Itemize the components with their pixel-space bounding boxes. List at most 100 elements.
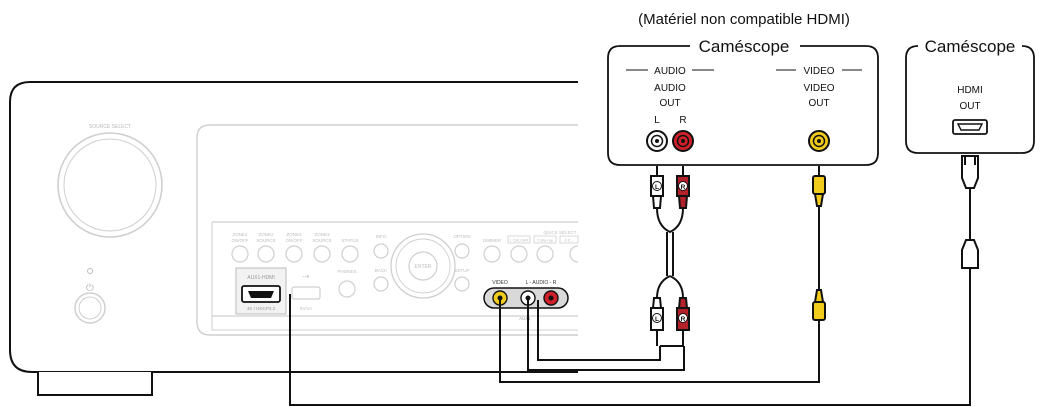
zone2-onoff-label-2: ON/OFF bbox=[232, 238, 249, 243]
back-button[interactable] bbox=[373, 276, 389, 292]
zone2-source-button[interactable] bbox=[257, 245, 275, 263]
cursor-pad[interactable] bbox=[390, 233, 456, 299]
video-plug-upper-body bbox=[812, 175, 826, 195]
dimmer-label: DIMMER bbox=[483, 238, 502, 243]
zone3-onoff-button[interactable] bbox=[285, 245, 303, 263]
hdmi-out-label-1: HDMI bbox=[957, 85, 983, 96]
camcorder-hdmi-title: Caméscope bbox=[925, 37, 1016, 56]
video-plug-lower-body bbox=[812, 301, 826, 321]
audio-left-plug-lower-letter: L bbox=[655, 316, 659, 323]
enter-button[interactable] bbox=[408, 251, 438, 281]
audio-cable-to-receiver-left bbox=[527, 298, 685, 371]
hdmi-plug-lower bbox=[961, 239, 979, 269]
camcorder-analog: Caméscope AUDIO AUDIO OUT L R VIDEO VIDE… bbox=[607, 37, 879, 166]
power-button[interactable] bbox=[74, 292, 106, 324]
video-plug-lower-boot bbox=[813, 289, 825, 303]
audio-cable-to-receiver-right bbox=[537, 300, 661, 361]
enter-label: ENTER bbox=[415, 264, 432, 270]
aux1-hdmi-port-inner bbox=[248, 291, 274, 298]
audio-right-plug-lower-letter: R bbox=[681, 316, 686, 323]
source-select-knob-inner bbox=[63, 138, 157, 232]
usb-icon: ⇢ bbox=[303, 272, 310, 281]
option-label: OPTION bbox=[453, 234, 470, 239]
camcorder-hdmi-frame bbox=[905, 45, 1035, 154]
camcorder-analog-frame bbox=[607, 45, 879, 166]
zone2-onoff-label-1: ZONE2 bbox=[232, 232, 248, 237]
video-out-label-1: VIDEO bbox=[803, 83, 834, 94]
quick-select-label: QUICK SELECT bbox=[543, 230, 576, 235]
aux-label: AUX1 bbox=[519, 316, 531, 321]
audio-left-label: L bbox=[654, 115, 660, 126]
audio-left-plug-upper-marker bbox=[652, 181, 662, 191]
audio-left-plug-upper-boot bbox=[651, 195, 663, 209]
hdmi-out-label-2: OUT bbox=[959, 101, 980, 112]
zone3-onoff-label-1: ZONE3 bbox=[286, 232, 302, 237]
audio-right-label: R bbox=[679, 115, 686, 126]
video-out-label-2: OUT bbox=[808, 98, 829, 109]
qs1-label: 1 CBL/SAT bbox=[509, 238, 529, 243]
video-cable bbox=[499, 298, 820, 383]
audio-left-plug-upper-letter: L bbox=[655, 184, 659, 191]
zone3-source-button[interactable] bbox=[313, 245, 331, 263]
status-button[interactable] bbox=[341, 245, 359, 263]
phones-jack[interactable] bbox=[338, 280, 356, 298]
audio-right-plug-upper-marker bbox=[678, 181, 688, 191]
standby-indicator bbox=[87, 268, 93, 274]
source-select-knob[interactable] bbox=[57, 132, 163, 238]
front-panel-frame bbox=[196, 124, 578, 336]
info-label: INFO bbox=[376, 234, 387, 239]
audio-right-plug-upper-letter: R bbox=[681, 184, 686, 191]
camcorder-hdmi-port-inner bbox=[956, 123, 984, 131]
qs1-label-box bbox=[507, 235, 531, 244]
audio-out-label-1: AUDIO bbox=[654, 83, 686, 94]
audio-left-plug-lower-boot bbox=[651, 297, 663, 309]
usb-power-label: 5V/1A bbox=[300, 306, 312, 311]
option-button[interactable] bbox=[454, 243, 470, 259]
panel-lip bbox=[211, 222, 578, 331]
qs2-label: 2 Blu-ray bbox=[537, 238, 553, 243]
dimmer-button[interactable] bbox=[483, 245, 501, 263]
quick-select-3-button[interactable] bbox=[569, 245, 579, 263]
quick-select-1-button[interactable] bbox=[510, 245, 528, 263]
setup-label: SETUP bbox=[454, 268, 469, 273]
source-select-label: SOURCE SELECT bbox=[89, 124, 131, 130]
zone2-onoff-button[interactable] bbox=[231, 245, 249, 263]
info-button[interactable] bbox=[373, 243, 389, 259]
hdmi-cable bbox=[289, 268, 971, 406]
camcorder-audio-right-jack-pin bbox=[681, 139, 685, 143]
zone3-source-label-2: SOURCE bbox=[312, 238, 331, 243]
power-button-inner bbox=[78, 296, 102, 320]
usb-port[interactable] bbox=[291, 286, 321, 300]
camcorder-analog-title: Caméscope bbox=[699, 37, 790, 56]
audio-out-label-2: OUT bbox=[659, 98, 680, 109]
setup-button[interactable] bbox=[454, 276, 470, 292]
audio-right-plug-lower-marker bbox=[678, 313, 688, 323]
back-label: BACK bbox=[375, 268, 387, 273]
aux-audio-right-jack-pin bbox=[548, 295, 554, 301]
camcorder-hdmi: Caméscope HDMI OUT bbox=[905, 37, 1035, 154]
zone3-source-label-1: ZONE3 bbox=[314, 232, 330, 237]
cursor-pad-ring bbox=[395, 238, 451, 294]
av-receiver: SOURCE SELECT ⏻ ZONE2 ON/OFF ZONE2 SOURC… bbox=[9, 81, 579, 396]
quick-select-2-button[interactable] bbox=[536, 245, 554, 263]
zone-buttons: ZONE2 ON/OFF ZONE2 SOURCE ZONE3 ON/OFF Z… bbox=[231, 232, 359, 263]
camcorder-video-jack-pin bbox=[817, 139, 821, 143]
video-group-label: VIDEO bbox=[803, 66, 834, 77]
camcorder-audio-left-jack-pin bbox=[655, 139, 659, 143]
aux1-hdmi-label: AUX1-HDMI bbox=[247, 275, 275, 281]
aux-audio-label: L - AUDIO - R bbox=[526, 280, 557, 286]
phones-label: PHONES bbox=[337, 269, 356, 274]
hdcp-label: 4K / HDCP2.2 bbox=[247, 306, 276, 311]
video-plug-upper-boot bbox=[813, 193, 825, 207]
aux-video-label: VIDEO bbox=[492, 280, 508, 286]
audio-twin-cable-upper-join bbox=[656, 207, 684, 234]
non-hdmi-note: (Matériel non compatible HDMI) bbox=[638, 11, 850, 28]
zone3-onoff-label-2: ON/OFF bbox=[286, 238, 303, 243]
audio-right-plug-upper-boot bbox=[677, 195, 689, 209]
audio-right-plug-lower-boot bbox=[677, 297, 689, 309]
qs2-label-box bbox=[533, 235, 557, 244]
plug-markers: L R L R bbox=[652, 181, 688, 323]
camcorder-hdmi-port[interactable] bbox=[952, 119, 988, 135]
power-icon: ⏻ bbox=[86, 283, 94, 294]
